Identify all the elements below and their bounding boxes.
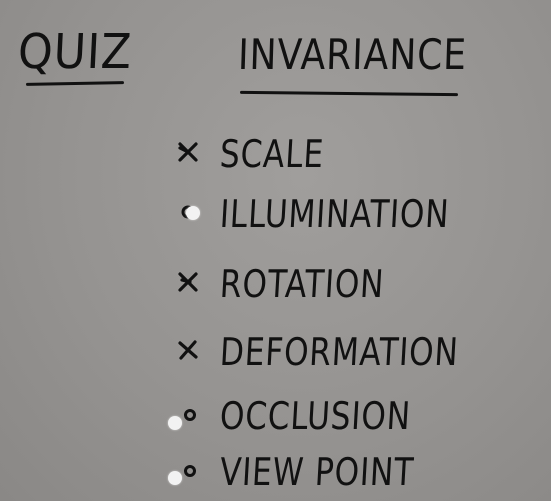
- topic-underline: [239, 90, 459, 97]
- item-label: ILLUMINATION: [218, 192, 451, 236]
- topic-heading: INVARIANCE: [237, 30, 468, 79]
- item-label: DEFORMATION: [218, 330, 460, 374]
- marker-dot: [186, 206, 200, 220]
- list-item-scale: SCALE: [168, 128, 538, 178]
- list-item-occlusion: OCCLUSION: [168, 390, 538, 440]
- marker-dot: [168, 416, 182, 430]
- quiz-heading: QUIZ: [16, 24, 134, 80]
- list-item-illumination: ILLUMINATION: [168, 188, 538, 238]
- circle-icon: [176, 402, 200, 426]
- item-label: VIEW POINT: [218, 450, 416, 494]
- cross-icon: [176, 270, 200, 294]
- list-item-deformation: DEFORMATION: [168, 326, 538, 376]
- list-item-rotation: ROTATION: [168, 258, 538, 308]
- marker-dot: [168, 471, 182, 485]
- circle-icon: [176, 458, 200, 482]
- cross-icon: [176, 338, 200, 362]
- quiz-underline: [25, 81, 125, 86]
- cross-icon: [176, 140, 200, 164]
- item-label: SCALE: [218, 132, 326, 176]
- item-label: OCCLUSION: [218, 394, 413, 438]
- list-item-view-point: VIEW POINT: [168, 446, 538, 496]
- item-label: ROTATION: [218, 262, 386, 306]
